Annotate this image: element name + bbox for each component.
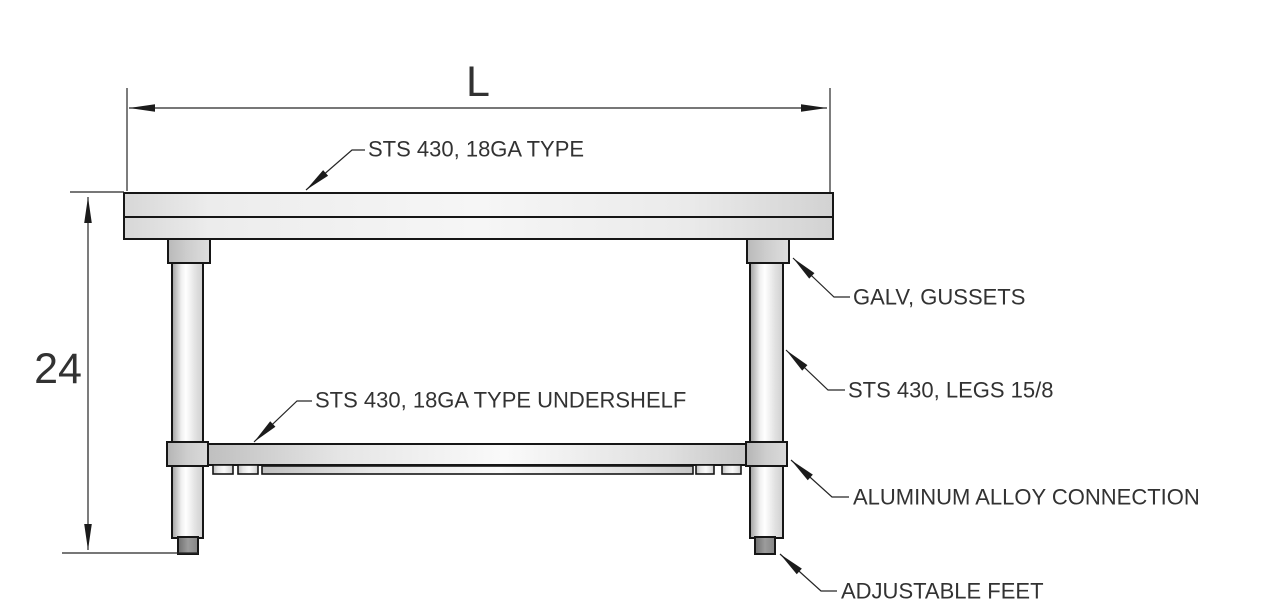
left-gusset: [167, 238, 211, 264]
callout-undershelf: STS 430, 18GA TYPE UNDERSHELF: [253, 388, 686, 443]
callout-connection: ALUMINUM ALLOY CONNECTION: [790, 459, 1200, 510]
leader-line: [785, 349, 845, 391]
tabletop-upper-sheet: [123, 192, 834, 218]
undershelf-lip: [261, 465, 694, 475]
callout-gussets: GALV, GUSSETS: [792, 257, 1025, 310]
right-gusset: [746, 238, 790, 264]
left-connection-block: [166, 441, 209, 467]
callout-connection-label: ALUMINUM ALLOY CONNECTION: [853, 485, 1200, 510]
stand-structure: [123, 192, 834, 555]
height-dimension-label: 24: [34, 345, 82, 393]
callout-feet-label: ADJUSTABLE FEET: [841, 579, 1044, 604]
right-adjustable-foot: [754, 536, 776, 555]
callout-legs: STS 430, LEGS 15/8: [785, 349, 1053, 403]
tabletop-lower-sheet: [123, 216, 834, 240]
callout-tabletop-label: STS 430, 18GA TYPE: [368, 137, 584, 162]
callout-feet: ADJUSTABLE FEET: [779, 553, 1044, 604]
length-dimension-label: L: [466, 58, 490, 106]
callout-undershelf-label: STS 430, 18GA TYPE UNDERSHELF: [315, 388, 686, 413]
leader-line: [792, 257, 850, 298]
undershelf-panel: [206, 443, 749, 466]
callout-legs-label: STS 430, LEGS 15/8: [848, 378, 1053, 403]
undershelf-tab: [237, 464, 259, 475]
height-dimension: 24: [34, 191, 198, 554]
callout-tabletop: STS 430, 18GA TYPE: [305, 137, 584, 191]
leader-line: [790, 459, 849, 498]
length-dimension: L: [126, 58, 831, 192]
left-leg: [171, 261, 204, 539]
undershelf-tab: [695, 464, 715, 475]
right-connection-block: [745, 441, 788, 467]
leader-line: [305, 149, 365, 191]
leader-line: [253, 400, 312, 443]
left-adjustable-foot: [177, 536, 199, 555]
right-leg: [749, 261, 784, 539]
callout-gussets-label: GALV, GUSSETS: [853, 285, 1025, 310]
undershelf-tab: [212, 464, 234, 475]
leader-line: [779, 553, 837, 592]
undershelf-tab: [721, 464, 742, 475]
